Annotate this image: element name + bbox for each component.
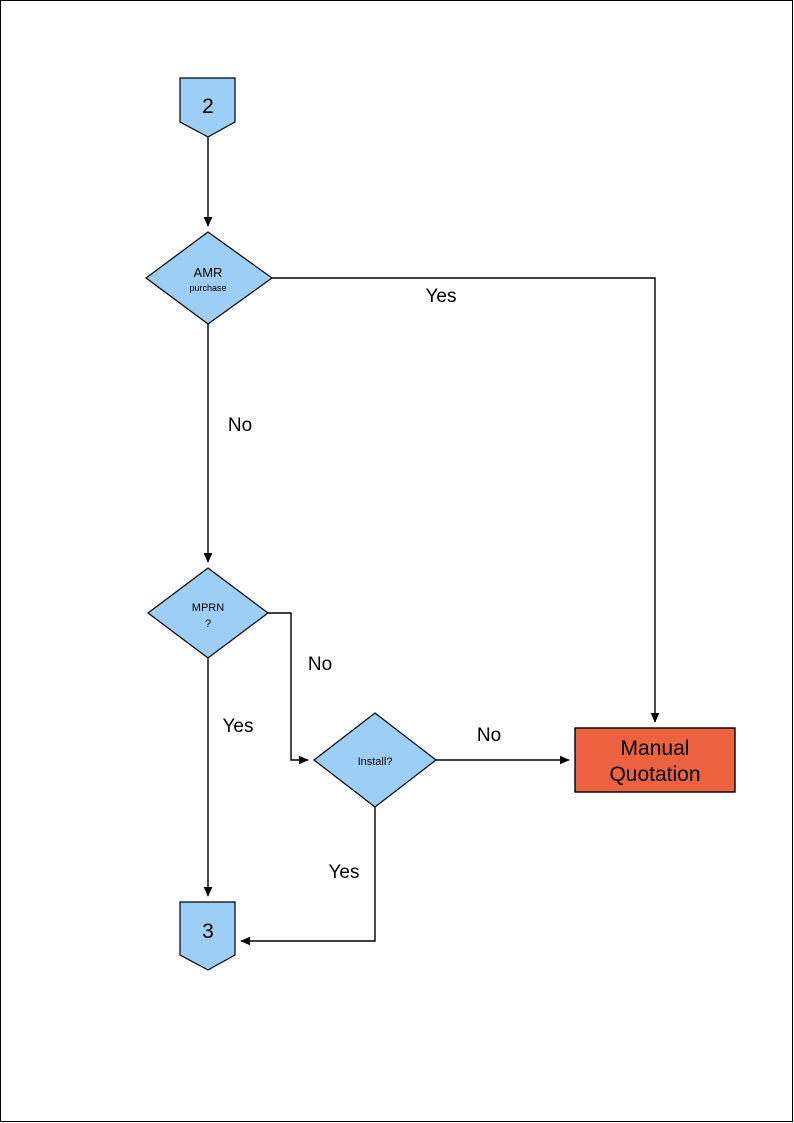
edge-label-install-yes: Yes (329, 862, 360, 883)
node-amr-purchase[interactable]: AMR purchase (144, 231, 274, 325)
edge-label-mprn-no: No (308, 654, 332, 675)
edge-amr-no: No (203, 324, 252, 563)
edge-mprn-no: No (268, 612, 332, 765)
node-connector-2-label: 2 (202, 95, 214, 118)
node-connector-2[interactable]: 2 (179, 77, 236, 138)
node-install-label: Install? (358, 756, 393, 768)
node-mprn-label-line2: ? (205, 618, 211, 630)
node-install[interactable]: Install? (313, 712, 437, 808)
edge-install-no: No (436, 725, 570, 765)
node-mprn[interactable]: MPRN ? (147, 567, 269, 659)
edge-label-amr-yes: Yes (426, 286, 457, 307)
edge-label-install-no: No (477, 725, 501, 746)
node-manual-quotation-label-line2: Quotation (609, 763, 700, 786)
node-amr-purchase-label-line2: purchase (189, 283, 226, 293)
node-manual-quotation-label-line1: Manual (621, 737, 690, 760)
edge-label-mprn-yes: Yes (223, 716, 254, 737)
edge-install-yes: Yes (240, 807, 376, 946)
node-amr-purchase-label-line1: AMR (194, 265, 223, 280)
edge-label-amr-no: No (228, 415, 252, 436)
edge-amr-yes: Yes (272, 277, 660, 723)
edge-mprn-yes: Yes (203, 658, 254, 897)
node-mprn-label-line1: MPRN (192, 602, 224, 614)
node-manual-quotation[interactable]: Manual Quotation (574, 727, 736, 793)
node-connector-3[interactable]: 3 (179, 901, 236, 971)
node-connector-3-label: 3 (202, 920, 214, 943)
